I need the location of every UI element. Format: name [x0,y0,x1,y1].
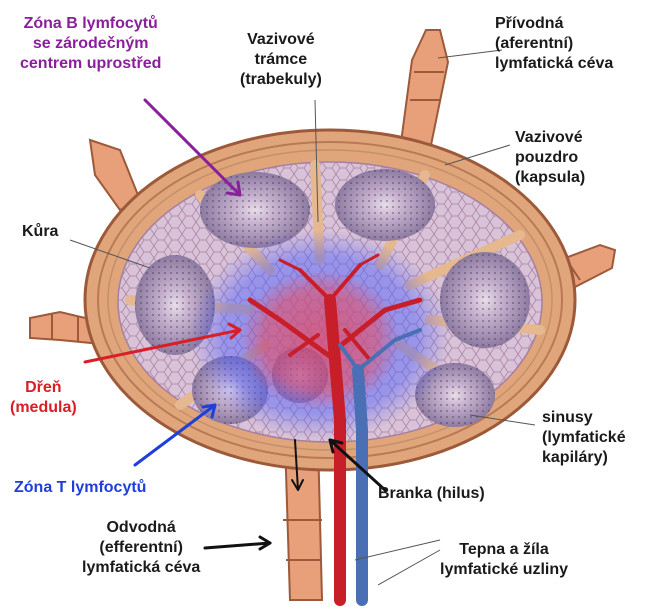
label-trabekuly-line-1: Vazivové [240,30,322,50]
label-sinusy-line-3: kapiláry) [542,448,626,468]
label-zona-t: Zóna T lymfocytů [14,478,146,498]
label-zona-t-line-1: Zóna T lymfocytů [14,478,146,498]
label-zona-b-line-1: Zóna B lymfocytů [20,14,161,34]
label-tepna-line-2: lymfatické uzliny [440,560,568,580]
label-tepna-line-1: Tepna a žíla [440,540,568,560]
label-zona-b: Zóna B lymfocytů se zárodečným centrem u… [20,14,161,74]
label-dren: Dřeň (medula) [10,378,77,418]
label-privodna-line-3: lymfatická céva [495,54,613,74]
label-branka-line-1: Branka (hilus) [378,484,485,504]
afferent-vessel-top [400,30,448,150]
label-sinusy-line-2: (lymfatické [542,428,626,448]
label-kura: Kůra [22,222,58,242]
label-odvodna: Odvodná (efferentní) lymfatická céva [82,518,200,578]
label-pouzdro-line-2: pouzdro [515,148,585,168]
label-odvodna-line-1: Odvodná [82,518,200,538]
label-kura-line-1: Kůra [22,222,58,242]
label-dren-line-1: Dřeň [10,378,77,398]
label-privodna-line-1: Přívodná [495,14,613,34]
label-pouzdro-line-3: (kapsula) [515,168,585,188]
label-trabekuly-line-3: (trabekuly) [240,70,322,90]
label-trabekuly-line-2: trámce [240,50,322,70]
label-sinusy: sinusy (lymfatické kapiláry) [542,408,626,468]
label-branka: Branka (hilus) [378,484,485,504]
label-dren-line-2: (medula) [10,398,77,418]
label-odvodna-line-3: lymfatická céva [82,558,200,578]
label-privodna-line-2: (aferentní) [495,34,613,54]
label-zona-b-line-2: se zárodečným [20,34,161,54]
label-tepna: Tepna a žíla lymfatické uzliny [440,540,568,580]
label-sinusy-line-1: sinusy [542,408,626,428]
label-pouzdro-line-1: Vazivové [515,128,585,148]
label-trabekuly: Vazivové trámce (trabekuly) [240,30,322,90]
label-zona-b-line-3: centrem uprostřed [20,54,161,74]
label-pouzdro: Vazivové pouzdro (kapsula) [515,128,585,188]
label-privodna: Přívodná (aferentní) lymfatická céva [495,14,613,74]
label-odvodna-line-2: (efferentní) [82,538,200,558]
